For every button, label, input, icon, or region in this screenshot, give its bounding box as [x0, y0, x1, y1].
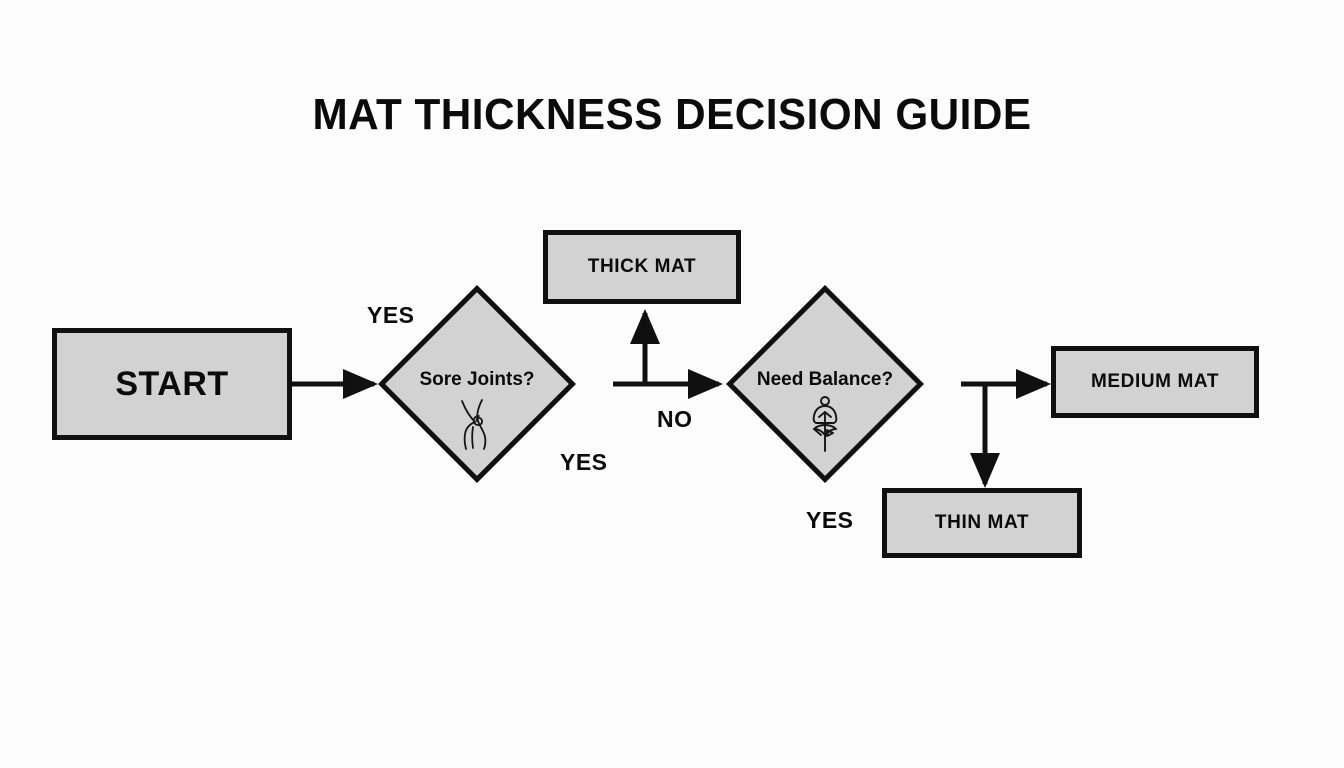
node-start-label: START — [115, 364, 229, 403]
edge-label-start-to-sore-joints: YES — [367, 302, 415, 328]
edge-label-need-balance-to-thin-mat: YES — [806, 507, 854, 533]
page-title: MAT THICKNESS DECISION GUIDE — [312, 90, 1032, 139]
edge-label-sore-joints-to-thick-mat: YES — [560, 449, 608, 475]
node-thin-mat-label: THIN MAT — [934, 512, 1030, 533]
node-medium-mat-label: MEDIUM MAT — [1090, 371, 1220, 392]
edge-label-sore-joints-to-need-balance: NO — [657, 406, 693, 432]
node-thin-mat[interactable]: THIN MAT — [882, 488, 1082, 558]
node-medium-mat[interactable]: MEDIUM MAT — [1051, 346, 1259, 418]
node-thick-mat[interactable]: THICK MAT — [543, 230, 741, 304]
node-thick-mat-label: THICK MAT — [587, 256, 697, 277]
node-start[interactable]: START — [52, 328, 292, 440]
